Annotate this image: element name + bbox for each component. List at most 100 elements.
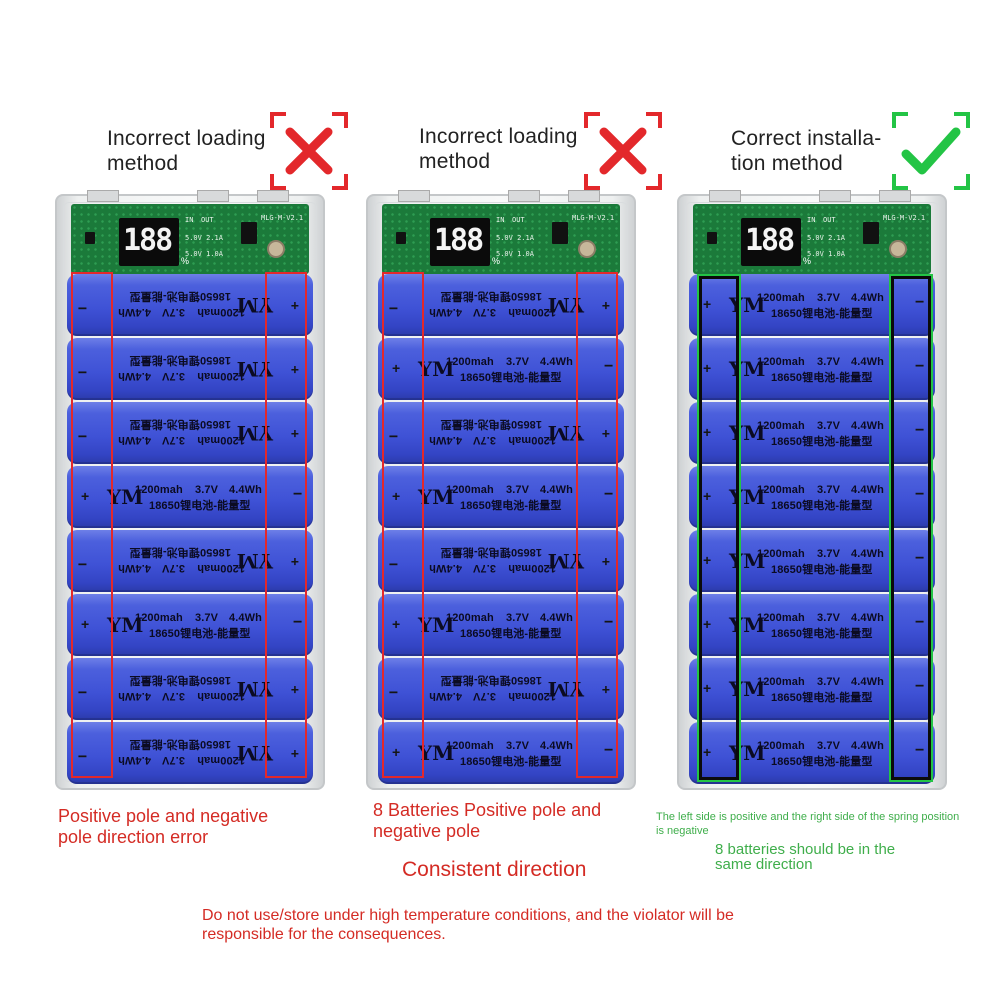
- battery-logo: YM: [729, 485, 766, 509]
- pcb-spec-line1: 5.0V 2.1A: [807, 234, 845, 242]
- pcb-chip: [863, 222, 879, 244]
- panel-2-title-line2: method: [419, 150, 491, 173]
- battery-type: 18650锂电池-能量型: [771, 308, 873, 320]
- pcb-spec-line2: 5.0V 1.0A: [496, 250, 534, 258]
- negative-terminal-label: −: [915, 678, 925, 695]
- panel-2-title: Incorrect loading method: [419, 124, 578, 174]
- pcb-push-button: [889, 240, 907, 258]
- cross-mark-icon: [270, 112, 348, 190]
- battery-logo: YM: [729, 741, 766, 765]
- battery-voltage: 3.7V: [161, 562, 185, 574]
- negative-terminal-label: −: [915, 742, 925, 759]
- positive-terminal-label: +: [703, 616, 712, 632]
- battery-voltage: 3.7V: [817, 292, 841, 304]
- pcb-spec-line2: 5.0V 1.0A: [185, 250, 223, 258]
- pcb-model: MLG-M-V2.1: [261, 214, 304, 222]
- battery-type: 18650锂电池-能量型: [440, 546, 542, 558]
- pcb-in-label: IN: [185, 216, 194, 224]
- usb-port: [568, 190, 600, 202]
- battery-logo: YM: [729, 357, 766, 381]
- panel-1-title-line2: method: [107, 152, 179, 175]
- battery-type: 18650锂电池-能量型: [460, 372, 562, 384]
- battery-energy: 4.4Wh: [429, 562, 462, 574]
- battery-energy: 4.4Wh: [118, 370, 151, 382]
- battery-energy: 4.4Wh: [118, 434, 151, 446]
- right-terminal-highlight: [576, 272, 618, 778]
- battery-capacity: 1200mah: [197, 562, 245, 574]
- positive-terminal-label: +: [703, 552, 712, 568]
- usb-port: [508, 190, 540, 202]
- panel-2-note-line2: negative pole: [373, 821, 481, 841]
- battery-type: 18650锂电池-能量型: [771, 372, 873, 384]
- panel-2-note-line1: 8 Batteries Positive pole and: [373, 800, 602, 820]
- positive-terminal-label: +: [703, 680, 712, 696]
- positive-terminal-label: +: [703, 488, 712, 504]
- positive-terminal-label: +: [81, 616, 90, 632]
- battery-voltage: 3.7V: [195, 612, 219, 624]
- battery-type: 18650锂电池-能量型: [149, 628, 251, 640]
- left-terminal-highlight: [71, 272, 113, 778]
- battery-energy: 4.4Wh: [851, 676, 884, 688]
- battery-energy: 4.4Wh: [851, 612, 884, 624]
- battery-capacity: 1200mah: [757, 740, 805, 752]
- pcb-spec-line1: 5.0V 2.1A: [496, 234, 534, 242]
- battery-capacity: 1200mah: [197, 370, 245, 382]
- negative-terminal-label: −: [293, 614, 303, 631]
- usb-port: [257, 190, 289, 202]
- battery-energy: 4.4Wh: [851, 292, 884, 304]
- panel-3-title-line1: Correct installa-: [731, 127, 882, 150]
- cross-mark-icon: [584, 112, 662, 190]
- positive-terminal-label: +: [703, 360, 712, 376]
- positive-terminal-label: +: [81, 488, 90, 504]
- lcd-digits: 188: [123, 223, 173, 258]
- battery-capacity: 1200mah: [135, 612, 183, 624]
- pcb-in-label: IN: [496, 216, 505, 224]
- battery-capacity: 1200mah: [197, 690, 245, 702]
- left-terminal-highlight: [697, 274, 741, 782]
- battery-type: 18650锂电池-能量型: [129, 354, 231, 366]
- positive-terminal-label: +: [392, 744, 401, 760]
- panel-3-title-line2: tion method: [731, 152, 843, 175]
- battery-energy: 4.4Wh: [540, 484, 573, 496]
- battery-voltage: 3.7V: [817, 484, 841, 496]
- battery-type: 18650锂电池-能量型: [771, 692, 873, 704]
- battery-capacity: 1200mah: [757, 676, 805, 688]
- positive-terminal-label: +: [703, 744, 712, 760]
- pcb-chip: [396, 232, 406, 244]
- battery-logo: YM: [729, 613, 766, 637]
- battery-energy: 4.4Wh: [851, 356, 884, 368]
- footer-warning-line2: responsible for the consequences.: [202, 926, 446, 943]
- panel-1-title: Incorrect loading method: [107, 126, 266, 176]
- battery-logo: YM: [107, 613, 144, 637]
- battery-energy: 4.4Wh: [118, 562, 151, 574]
- negative-terminal-label: −: [604, 742, 614, 759]
- battery-voltage: 3.7V: [817, 612, 841, 624]
- battery-capacity: 1200mah: [508, 306, 556, 318]
- battery-type: 18650锂电池-能量型: [129, 674, 231, 686]
- battery-capacity: 1200mah: [197, 306, 245, 318]
- battery-logo: YM: [418, 741, 455, 765]
- battery-energy: 4.4Wh: [118, 306, 151, 318]
- battery-voltage: 3.7V: [817, 676, 841, 688]
- footer-warning-line1: Do not use/store under high temperature …: [202, 907, 734, 924]
- footer-warning: Do not use/store under high temperature …: [202, 906, 734, 944]
- battery-energy: 4.4Wh: [118, 754, 151, 766]
- battery-capacity: 1200mah: [757, 484, 805, 496]
- battery-capacity: 1200mah: [197, 754, 245, 766]
- lcd-percent: %: [492, 256, 501, 266]
- battery-capacity: 1200mah: [757, 612, 805, 624]
